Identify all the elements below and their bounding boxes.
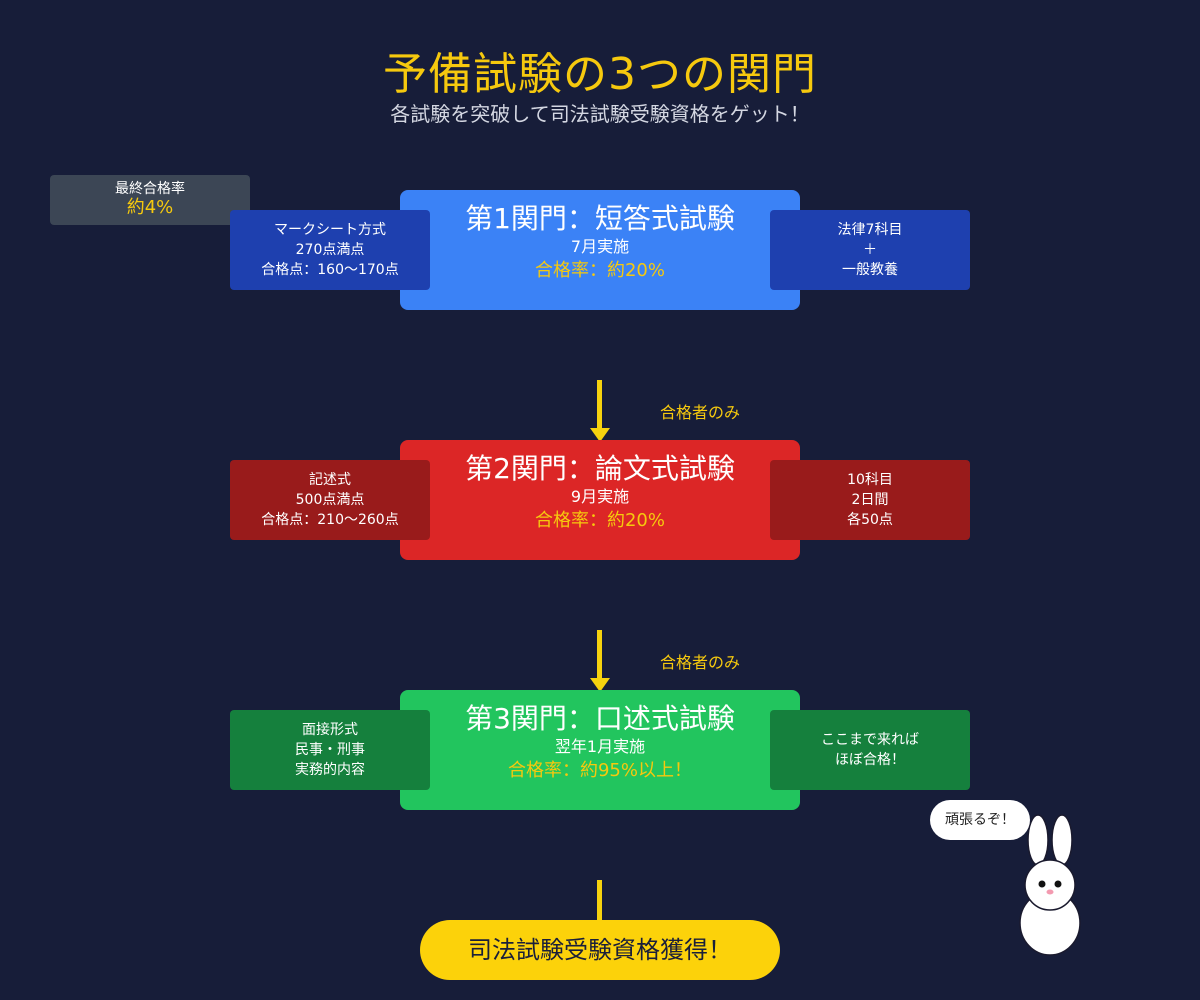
stage-2-subjects-line: 2日間 <box>851 492 889 508</box>
stage-1-format-line: 合格点：160〜170点 <box>261 262 399 278</box>
stage-1-format-box: マークシート方式 270点満点 合格点：160〜170点 <box>230 210 430 290</box>
stage-3-note-line: ほぼ合格！ <box>835 752 905 768</box>
stage-2-subjects-line: 10科目 <box>847 472 893 488</box>
stage-3-format-line: 実務的内容 <box>295 762 365 778</box>
stage-1-date: 7月実施 <box>570 237 630 256</box>
stage-1-box: 第1関門：短答式試験 7月実施 合格率：約20% <box>400 190 800 310</box>
stage-1-subjects-line: 一般教養 <box>842 262 898 278</box>
passer-only-label: 合格者のみ <box>660 403 741 422</box>
stage-2-format-line: 500点満点 <box>295 492 365 508</box>
stage-3-format-line: 民事・刑事 <box>295 742 365 758</box>
stage-2-subjects-line: 各50点 <box>847 512 893 528</box>
stage-3-note-line: ここまで来れば <box>821 732 919 748</box>
goal-badge: 司法試験受験資格獲得！ <box>420 920 780 980</box>
stage-1-rate: 合格率：約20% <box>534 260 665 281</box>
stage-3-date: 翌年1月実施 <box>554 737 646 756</box>
stage-2-box: 第2関門：論文式試験 9月実施 合格率：約20% <box>400 440 800 560</box>
stage-3-rate: 合格率：約95%以上！ <box>507 760 692 781</box>
page-title: 予備試験の3つの関門 <box>383 49 817 100</box>
stage-2-subjects-box: 10科目 2日間 各50点 <box>770 460 970 540</box>
final-rate-label: 最終合格率 <box>115 181 185 197</box>
stage-3-note-box: ここまで来れば ほぼ合格！ <box>770 710 970 790</box>
stage-2-date: 9月実施 <box>570 487 630 506</box>
stage-2-format-line: 合格点：210〜260点 <box>261 512 399 528</box>
speech-bubble: 頑張るぞ！ <box>930 800 1030 840</box>
stage-1-subjects-line: 法律7科目 <box>837 222 903 238</box>
stage-2-rate: 合格率：約20% <box>534 510 665 531</box>
stage-3-format-box: 面接形式 民事・刑事 実務的内容 <box>230 710 430 790</box>
stage-1-format-line: マークシート方式 <box>274 222 386 238</box>
page-subtitle: 各試験を突破して司法試験受験資格をゲット！ <box>390 102 810 126</box>
rabbit-mascot-icon <box>1019 814 1081 956</box>
stage-1-subjects-line: ＋ <box>863 242 877 258</box>
stage-2-format-line: 記述式 <box>309 472 351 488</box>
stage-1-title: 第1関門：短答式試験 <box>465 202 735 235</box>
stage-2-format-box: 記述式 500点満点 合格点：210〜260点 <box>230 460 430 540</box>
passer-only-label: 合格者のみ <box>660 653 741 672</box>
stage-1-format-line: 270点満点 <box>295 242 365 258</box>
final-rate-value: 約4% <box>126 197 174 218</box>
final-rate-badge: 最終合格率 約4% <box>50 175 250 225</box>
stage-3-box: 第3関門：口述式試験 翌年1月実施 合格率：約95%以上！ <box>400 690 800 810</box>
stage-3-format-line: 面接形式 <box>302 722 358 738</box>
stage-1-subjects-box: 法律7科目 ＋ 一般教養 <box>770 210 970 290</box>
stage-3-title: 第3関門：口述式試験 <box>465 702 735 735</box>
stage-2-title: 第2関門：論文式試験 <box>465 452 735 485</box>
